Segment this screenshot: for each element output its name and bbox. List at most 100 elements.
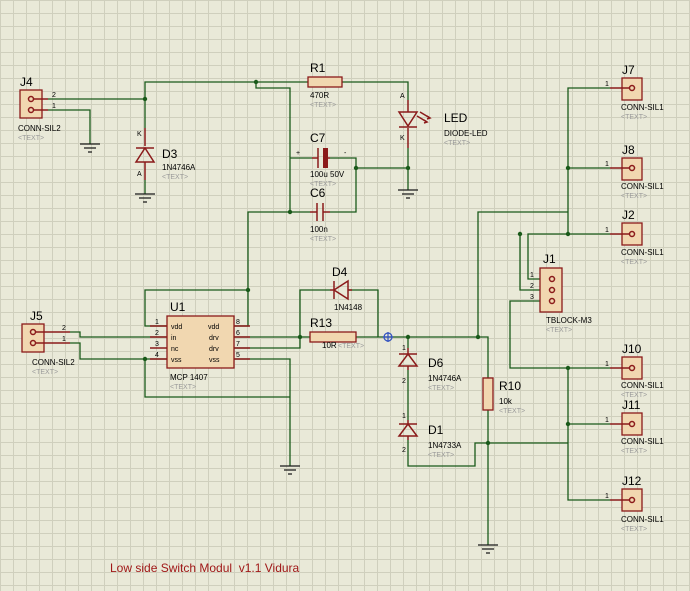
- j4-value: CONN-SIL2: [18, 124, 61, 133]
- u1-pin-name-drv-1: drv: [209, 335, 219, 342]
- led-text: <TEXT>: [444, 140, 470, 147]
- resistor-r1[interactable]: R1 470R <TEXT>: [307, 61, 343, 109]
- diode-d1[interactable]: 1 2 D1 1N4733A <TEXT>: [397, 413, 462, 459]
- c6-ref: C6: [310, 186, 326, 200]
- j11-value: CONN-SIL1: [621, 437, 664, 446]
- r1-text: <TEXT>: [310, 102, 336, 109]
- d1-ref: D1: [428, 423, 444, 437]
- capacitor-c7[interactable]: + - C7 100u 50V <TEXT>: [296, 131, 347, 188]
- j10-ref: J10: [622, 342, 642, 356]
- c7-text: <TEXT>: [310, 181, 336, 188]
- connector-j5[interactable]: J5 2 1 CONN-SIL2 <TEXT>: [21, 309, 75, 376]
- ic-u1[interactable]: U1 1 2 3 4 vdd in nc vss 8 6 7 5 vdd drv…: [150, 300, 250, 391]
- r1-value: 470R: [310, 91, 329, 100]
- u1-pin-num-6: 6: [236, 330, 240, 337]
- u1-pin-name-in: in: [171, 335, 177, 342]
- j2-value: CONN-SIL1: [621, 248, 664, 257]
- u1-pin-name-vdd-r: vdd: [208, 324, 219, 331]
- j8-ref: J8: [622, 143, 635, 157]
- diode-d3[interactable]: K A D3 1N4746A <TEXT>: [134, 128, 196, 181]
- connector-j8[interactable]: J8 1 CONN-SIL1 <TEXT>: [605, 143, 664, 200]
- junction-dots: [142, 79, 571, 446]
- d1-pin-2: 2: [402, 447, 406, 454]
- u1-pin-num-2: 2: [155, 330, 159, 337]
- j4-ref: J4: [20, 75, 33, 89]
- r13-ref: R13: [310, 316, 332, 330]
- ground-icon: [478, 544, 498, 554]
- j11-text: <TEXT>: [621, 448, 647, 455]
- led-anode-label: A: [400, 93, 405, 100]
- connector-j11[interactable]: J11 1 CONN-SIL1 <TEXT>: [605, 398, 664, 455]
- d6-pin-1: 1: [402, 345, 406, 352]
- d3-cathode-label: K: [137, 131, 142, 138]
- j1-text: <TEXT>: [546, 327, 572, 334]
- diode-d4[interactable]: D4 1N4148: [330, 265, 363, 312]
- ground-icon: [280, 465, 300, 475]
- led-value: DIODE-LED: [444, 129, 488, 138]
- resistor-r10[interactable]: R10 10k <TEXT>: [482, 377, 525, 415]
- connector-j10[interactable]: J10 1 CONN-SIL1 <TEXT>: [605, 342, 664, 399]
- c6-text: <TEXT>: [310, 236, 336, 243]
- u1-pin-name-drv-2: drv: [209, 346, 219, 353]
- j1-pin-3: 3: [530, 294, 534, 301]
- j12-text: <TEXT>: [621, 526, 647, 533]
- u1-pin-num-7: 7: [236, 341, 240, 348]
- j12-value: CONN-SIL1: [621, 515, 664, 524]
- d1-pin-1: 1: [402, 413, 406, 420]
- u1-pin-name-vss: vss: [171, 357, 182, 364]
- d6-text: <TEXT>: [428, 385, 454, 392]
- j4-pin-1: 1: [52, 103, 56, 110]
- r10-ref: R10: [499, 379, 521, 393]
- u1-pin-name-vdd: vdd: [171, 324, 182, 331]
- j11-ref: J11: [622, 398, 641, 412]
- r10-value: 10k: [499, 397, 513, 406]
- j5-text: <TEXT>: [32, 369, 58, 376]
- d3-value: 1N4746A: [162, 163, 196, 172]
- j12-pin: 1: [605, 493, 609, 500]
- led-ref: LED: [444, 111, 468, 125]
- j7-ref: J7: [622, 63, 635, 77]
- d4-ref: D4: [332, 265, 348, 279]
- connector-j4[interactable]: J4 2 1 CONN-SIL2 <TEXT>: [18, 75, 61, 142]
- j1-value: TBLOCK-M3: [546, 316, 592, 325]
- j12-ref: J12: [622, 474, 642, 488]
- ground-icon: [398, 189, 418, 199]
- capacitor-c6[interactable]: C6 100n <TEXT>: [310, 186, 336, 243]
- j11-pin: 1: [605, 417, 609, 424]
- j7-text: <TEXT>: [621, 114, 647, 121]
- u1-ref: U1: [170, 300, 186, 314]
- j1-pin-1: 1: [530, 272, 534, 279]
- ground-icon: [135, 193, 155, 203]
- j5-pin-2: 2: [62, 325, 66, 332]
- j7-pin: 1: [605, 81, 609, 88]
- j5-pin-1: 1: [62, 336, 66, 343]
- connector-j7[interactable]: J7 1 CONN-SIL1 <TEXT>: [605, 63, 664, 121]
- c7-minus: -: [344, 150, 347, 157]
- j2-text: <TEXT>: [621, 259, 647, 266]
- j4-text: <TEXT>: [18, 135, 44, 142]
- terminal-block-j1[interactable]: J1 1 2 3 TBLOCK-M3 <TEXT>: [530, 252, 592, 334]
- connector-j2[interactable]: J2 1 CONN-SIL1 <TEXT>: [605, 208, 664, 266]
- resistor-r13[interactable]: R13 10R <TEXT>: [309, 316, 364, 350]
- j10-value: CONN-SIL1: [621, 381, 664, 390]
- j2-ref: J2: [622, 208, 635, 222]
- j1-ref: J1: [543, 252, 556, 266]
- led[interactable]: A K LED DIODE-LED <TEXT>: [397, 93, 488, 148]
- j8-value: CONN-SIL1: [621, 182, 664, 191]
- j7-value: CONN-SIL1: [621, 103, 664, 112]
- j10-pin: 1: [605, 361, 609, 368]
- d3-ref: D3: [162, 147, 178, 161]
- d6-value: 1N4746A: [428, 374, 462, 383]
- ground-icon: [80, 143, 100, 153]
- j5-value: CONN-SIL2: [32, 358, 75, 367]
- j8-text: <TEXT>: [621, 193, 647, 200]
- d6-ref: D6: [428, 356, 444, 370]
- j5-ref: J5: [30, 309, 43, 323]
- u1-pin-num-1: 1: [155, 319, 159, 326]
- r13-value: 10R: [322, 341, 337, 350]
- ground-symbols: [80, 143, 498, 554]
- diode-d6[interactable]: 1 2 D6 1N4746A <TEXT>: [397, 345, 462, 392]
- u1-text: <TEXT>: [170, 384, 196, 391]
- connector-j12[interactable]: J12 1 CONN-SIL1 <TEXT>: [605, 474, 664, 533]
